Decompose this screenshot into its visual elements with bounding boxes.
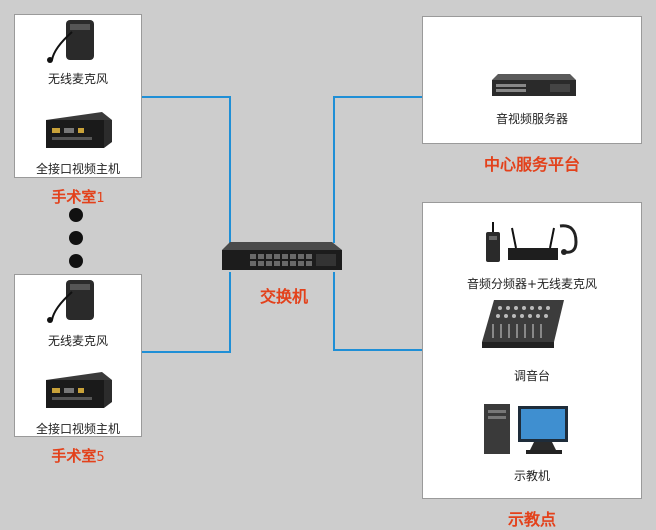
teaching-pc-label: 示教机: [513, 469, 550, 483]
mixer-console-icon: [482, 300, 564, 348]
room-1-mic-label: 无线麦克风: [47, 72, 108, 86]
mixer-label: 调音台: [513, 369, 550, 383]
center-platform-title: 中心服务平台: [483, 155, 580, 174]
ellipsis-dot: [69, 231, 83, 245]
av-server-label: 音视频服务器: [495, 112, 568, 126]
video-host-icon: [46, 112, 112, 148]
audio-splitter-label: 音频分频器+无线麦克风: [466, 277, 598, 291]
link-switch-server: [333, 96, 422, 243]
audio-splitter-mic-icon: [486, 222, 578, 262]
ellipsis-dot: [69, 208, 83, 222]
wireless-mic-icon: [47, 20, 94, 63]
ellipsis-dot: [69, 254, 83, 268]
room-5-mic-label: 无线麦克风: [47, 334, 108, 348]
link-room1-switch: [142, 96, 231, 243]
wireless-mic-icon: [47, 280, 94, 323]
teaching-pc-icon: [484, 404, 568, 454]
video-host-icon: [46, 372, 112, 408]
room-1-host-label: 全接口视频主机: [35, 162, 120, 176]
room-1-title: 手术室1: [51, 188, 105, 206]
room-5-title: 手术室5: [51, 447, 105, 465]
link-room5-switch: [142, 272, 231, 353]
link-switch-demo: [333, 272, 422, 351]
network-switch-icon: [222, 242, 342, 270]
switch-label: 交换机: [259, 287, 308, 306]
av-server-icon: [492, 74, 576, 96]
demo-point-title: 示教点: [507, 510, 556, 529]
room-5-host-label: 全接口视频主机: [35, 422, 120, 436]
